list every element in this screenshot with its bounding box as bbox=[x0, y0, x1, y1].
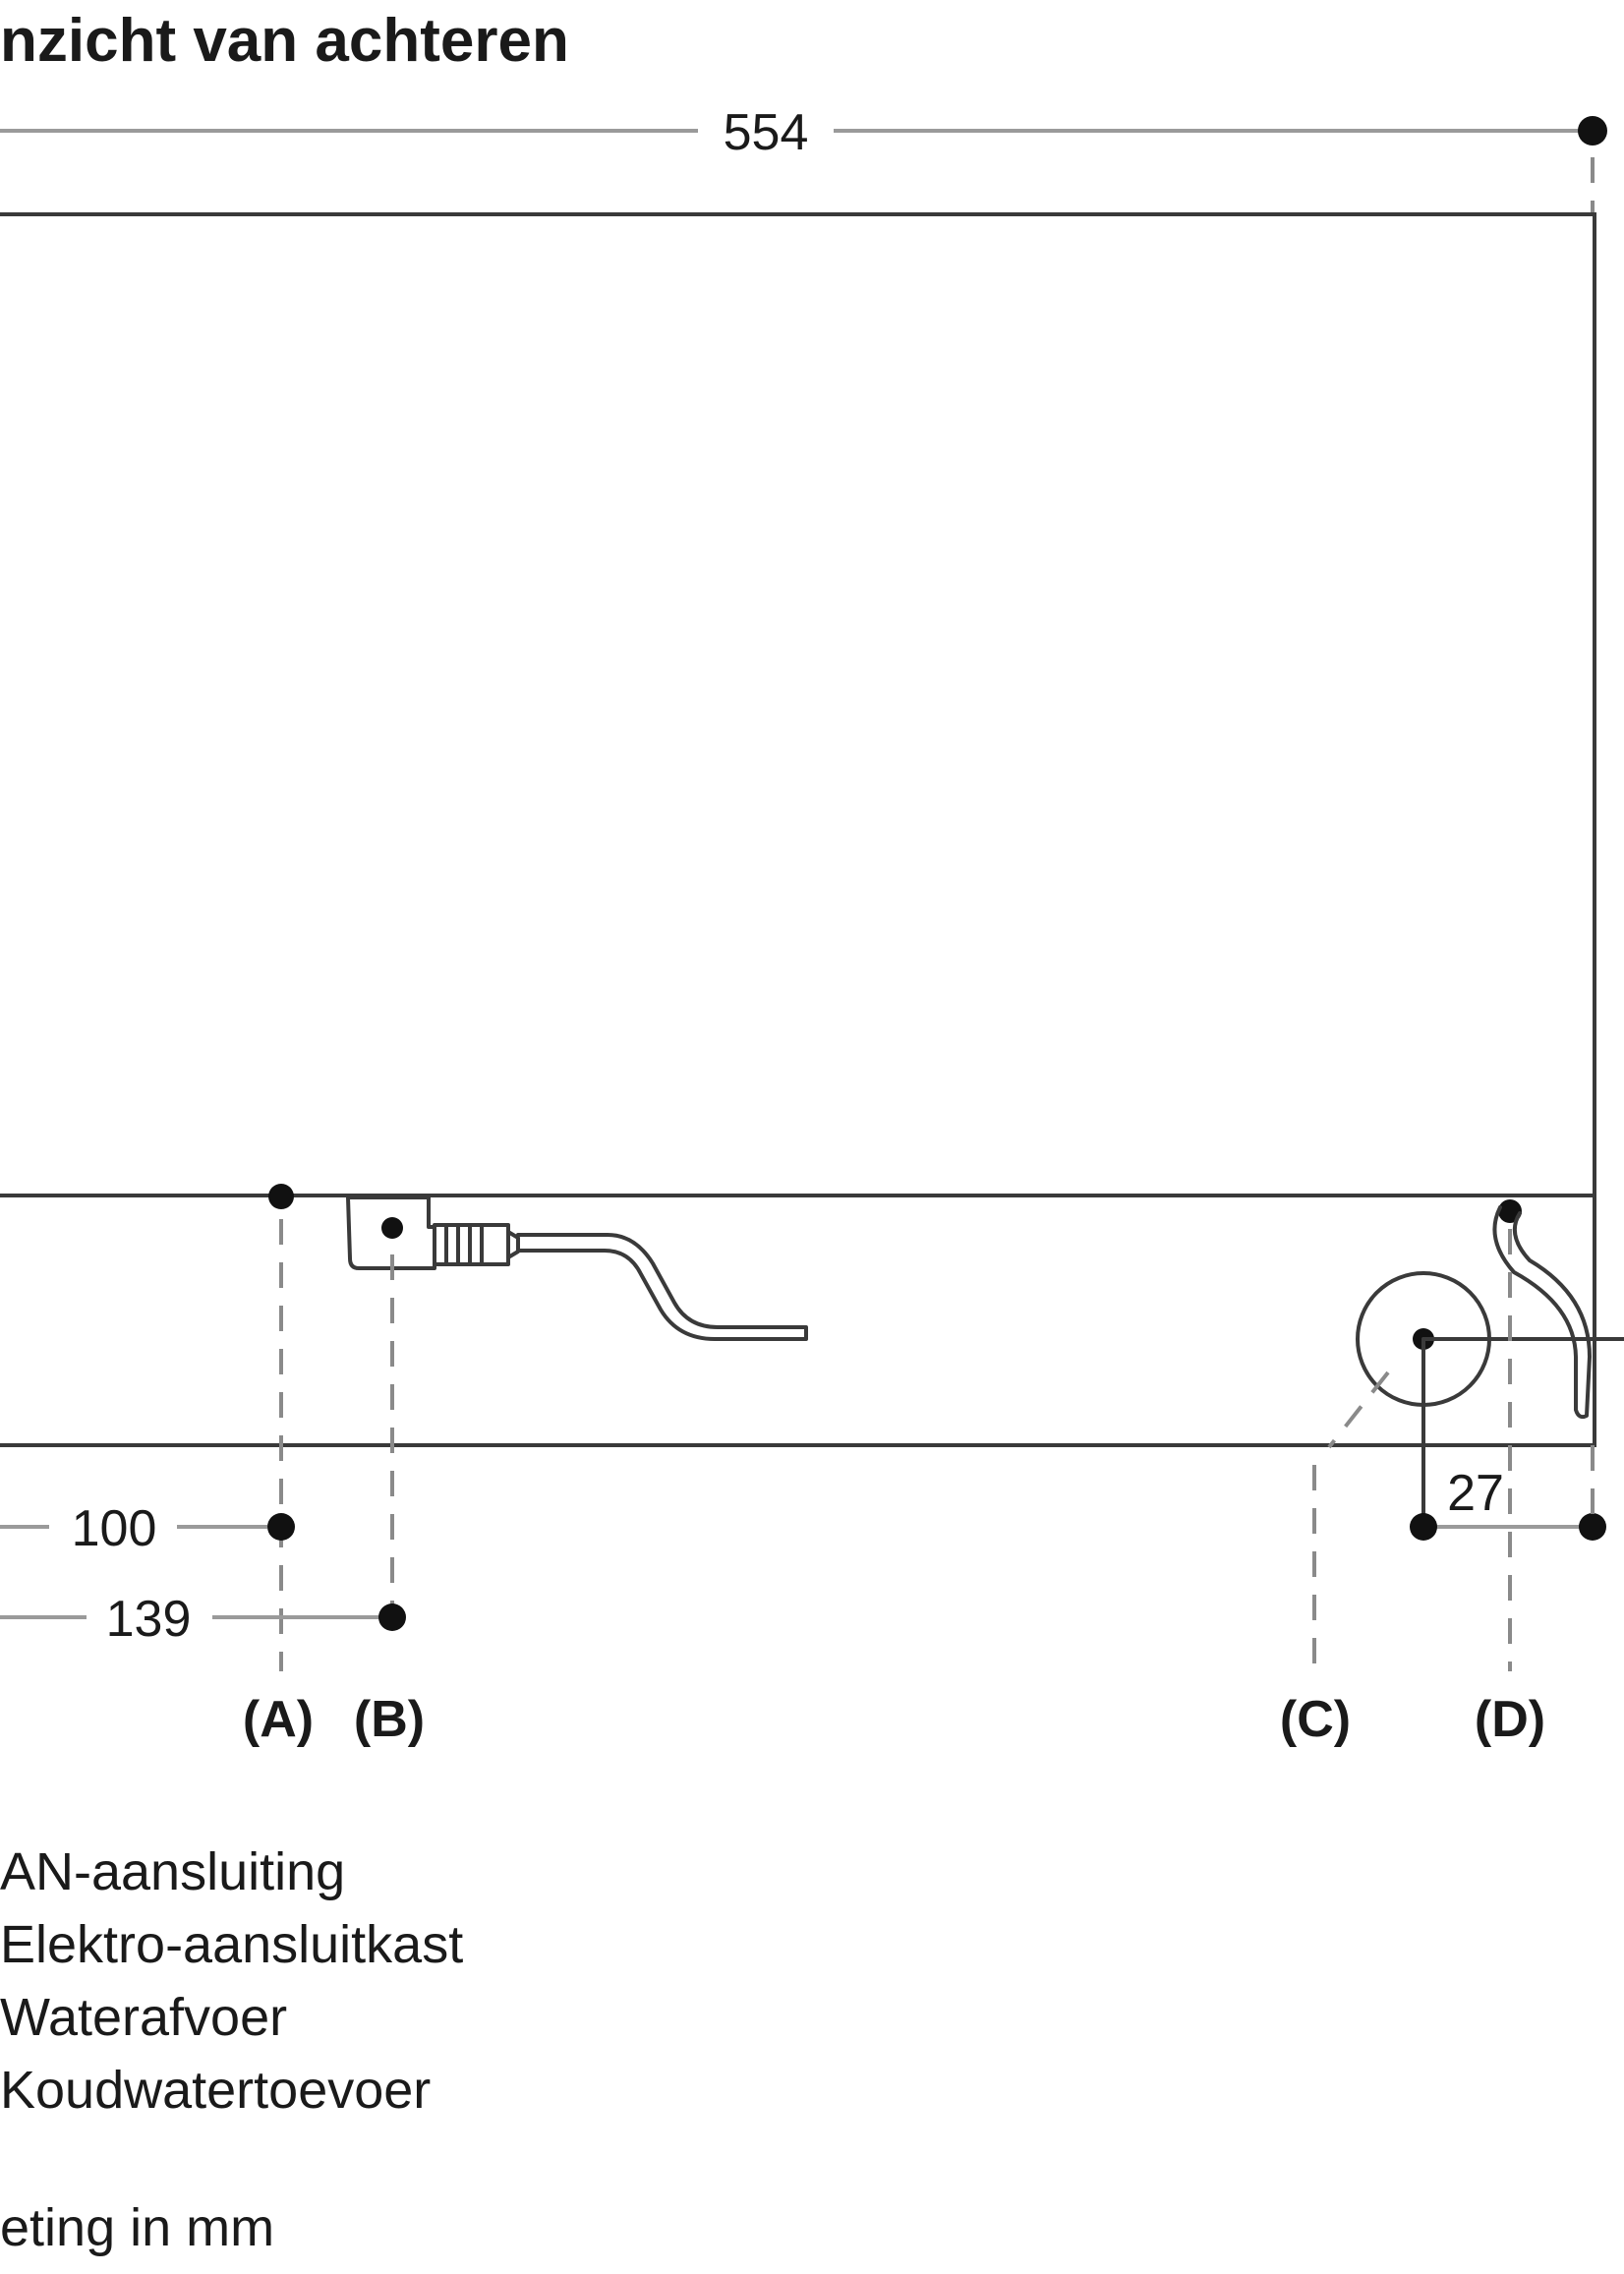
cold-water-hose bbox=[1492, 1205, 1592, 1420]
electrical-cable bbox=[516, 1233, 808, 1341]
width-dimension: 554 bbox=[0, 104, 1607, 214]
lan-offset-dimension: 100 bbox=[0, 1500, 295, 1557]
electrical-offset-dimension: 139 bbox=[0, 1591, 406, 1648]
marker-b: (B) bbox=[354, 1691, 425, 1748]
legend-item-lan: AN-aansluiting bbox=[0, 1842, 345, 1901]
measurement-unit-note: eting in mm bbox=[0, 2198, 274, 2257]
cold-water-supply bbox=[1492, 1199, 1592, 1671]
lan-connection-dot bbox=[268, 1184, 294, 1209]
water-drain bbox=[1312, 1271, 1624, 1671]
width-dimension-label: 554 bbox=[724, 104, 809, 161]
electrical-plug-tip bbox=[506, 1230, 520, 1259]
connections-legend: AN-aansluiting Elektro-aansluitkast Wate… bbox=[0, 1842, 463, 2120]
appliance-body bbox=[0, 212, 1596, 1447]
lan-offset-end-dot bbox=[267, 1513, 295, 1541]
electrical-box bbox=[346, 1195, 808, 1612]
width-dimension-end-dot bbox=[1578, 116, 1607, 146]
electrical-offset-end-dot bbox=[378, 1603, 406, 1631]
lan-offset-label: 100 bbox=[72, 1500, 157, 1557]
electrical-box-dot bbox=[381, 1217, 403, 1239]
marker-d: (D) bbox=[1475, 1691, 1545, 1748]
appliance-upper-panel bbox=[0, 212, 1596, 1195]
drain-offset-end-dot bbox=[1579, 1513, 1606, 1541]
marker-c: (C) bbox=[1280, 1691, 1351, 1748]
water-drain-leader bbox=[1327, 1370, 1390, 1449]
drain-offset-start-dot bbox=[1410, 1513, 1437, 1541]
marker-a: (A) bbox=[243, 1691, 314, 1748]
drain-offset-dimension: 27 bbox=[1410, 1445, 1606, 1541]
diagram-title: nzicht van achteren bbox=[0, 7, 569, 75]
lan-connection-point bbox=[268, 1184, 294, 1671]
electrical-offset-label: 139 bbox=[106, 1591, 192, 1648]
drain-offset-label: 27 bbox=[1447, 1465, 1504, 1522]
appliance-base-panel bbox=[0, 1195, 1596, 1447]
legend-item-water-supply: Koudwatertoevoer bbox=[0, 2061, 431, 2120]
legend-item-electrical: Elektro-aansluitkast bbox=[0, 1915, 463, 1974]
legend-item-drain: Waterafvoer bbox=[0, 1988, 287, 2047]
electrical-plug bbox=[433, 1223, 510, 1266]
